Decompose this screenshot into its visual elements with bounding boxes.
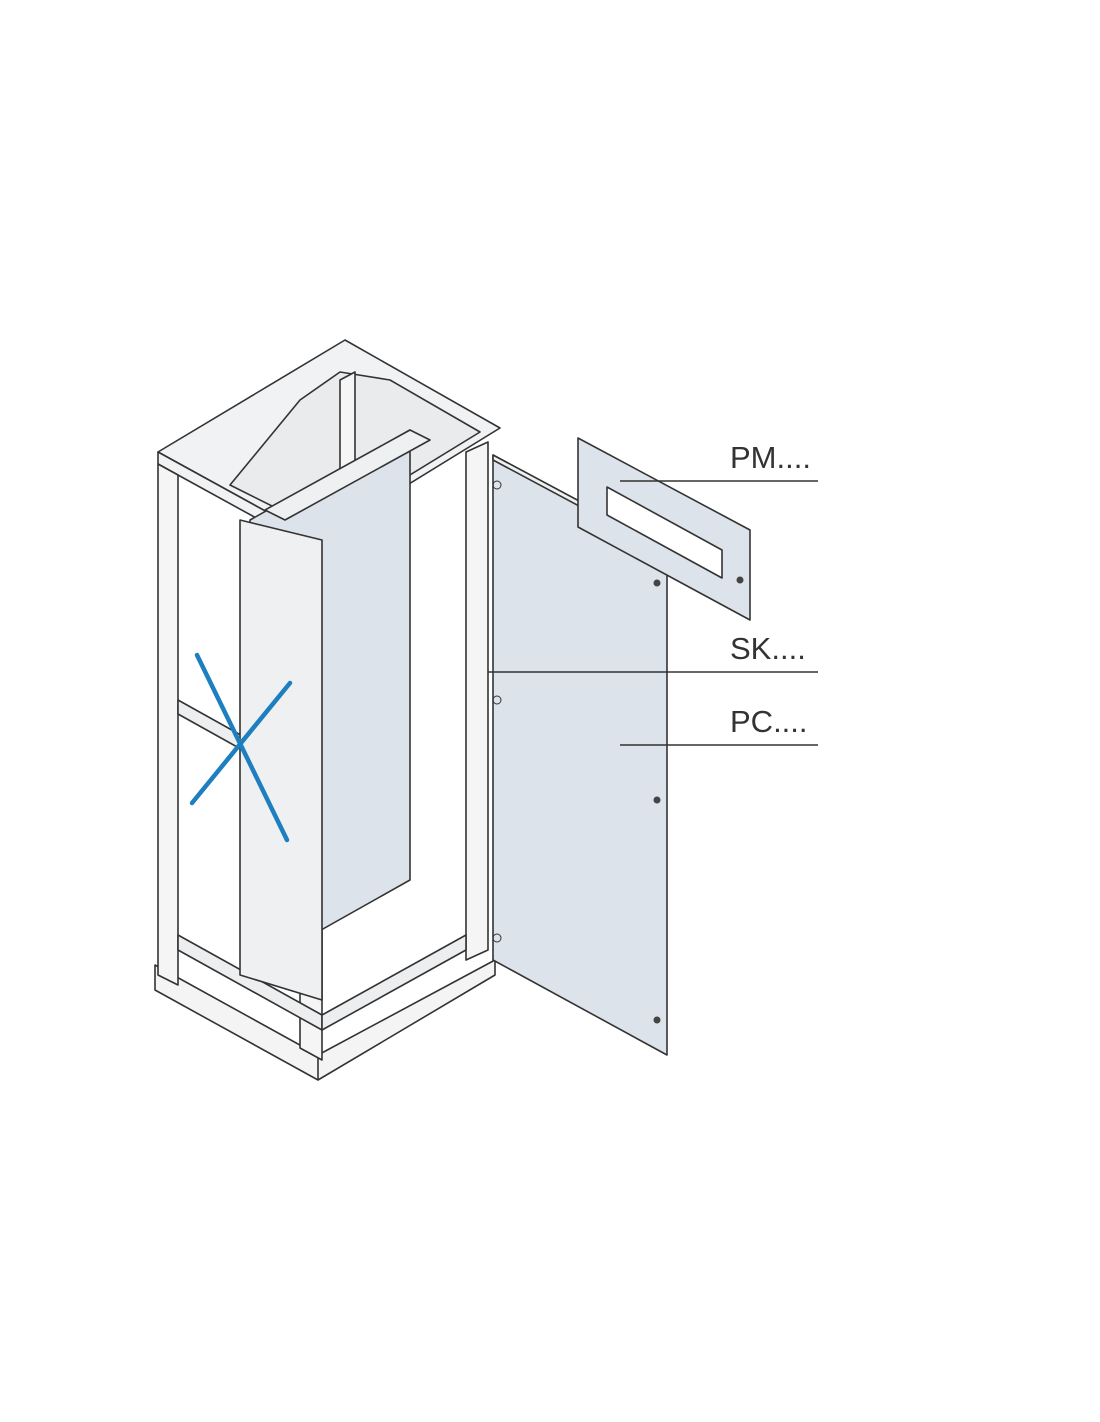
cross-mark	[189, 652, 293, 843]
cover-plate	[577, 437, 751, 621]
label-pc: PC....	[730, 704, 808, 739]
interior-partition	[239, 429, 431, 1001]
label-pm: PM....	[730, 440, 811, 475]
label-sk: SK....	[730, 631, 806, 666]
